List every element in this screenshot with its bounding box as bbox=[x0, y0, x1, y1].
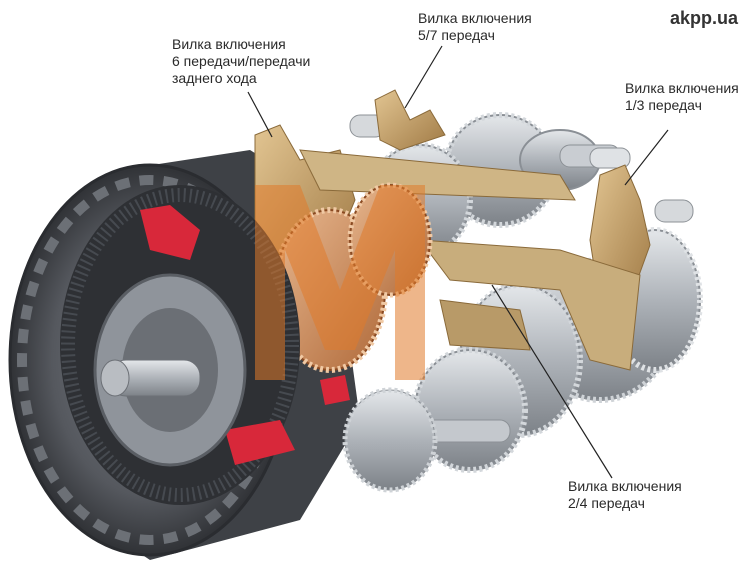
leader-line-1-3 bbox=[624, 129, 669, 186]
callout-fork-1-3: Вилка включения 1/3 передач bbox=[625, 80, 739, 114]
callout-line: 5/7 передач bbox=[418, 27, 495, 43]
callout-line: Вилка включения bbox=[172, 36, 286, 52]
watermark-logo bbox=[255, 185, 425, 380]
leader-lines bbox=[247, 45, 669, 479]
callout-line: заднего хода bbox=[172, 70, 257, 86]
dual-clutch-assembly bbox=[8, 163, 350, 557]
callout-line: Вилка включения bbox=[625, 80, 739, 96]
callout-line: 1/3 передач bbox=[625, 97, 702, 113]
callout-fork-6-reverse: Вилка включения 6 передачи/передачи задн… bbox=[172, 36, 310, 87]
callout-line: 6 передачи/передачи bbox=[172, 53, 311, 69]
leader-line-2-4 bbox=[491, 284, 613, 479]
callout-fork-5-7: Вилка включения 5/7 передач bbox=[418, 10, 532, 44]
leader-line-5-7 bbox=[404, 45, 443, 109]
site-brand: akpp.ua bbox=[669, 8, 738, 28]
callout-line: 2/4 передач bbox=[568, 495, 645, 511]
leader-line-6-reverse bbox=[247, 91, 273, 138]
callout-line: Вилка включения bbox=[568, 478, 682, 494]
callout-line: Вилка включения bbox=[418, 10, 532, 26]
output-shaft-gears bbox=[342, 387, 438, 493]
callout-fork-2-4: Вилка включения 2/4 передач bbox=[568, 478, 682, 512]
